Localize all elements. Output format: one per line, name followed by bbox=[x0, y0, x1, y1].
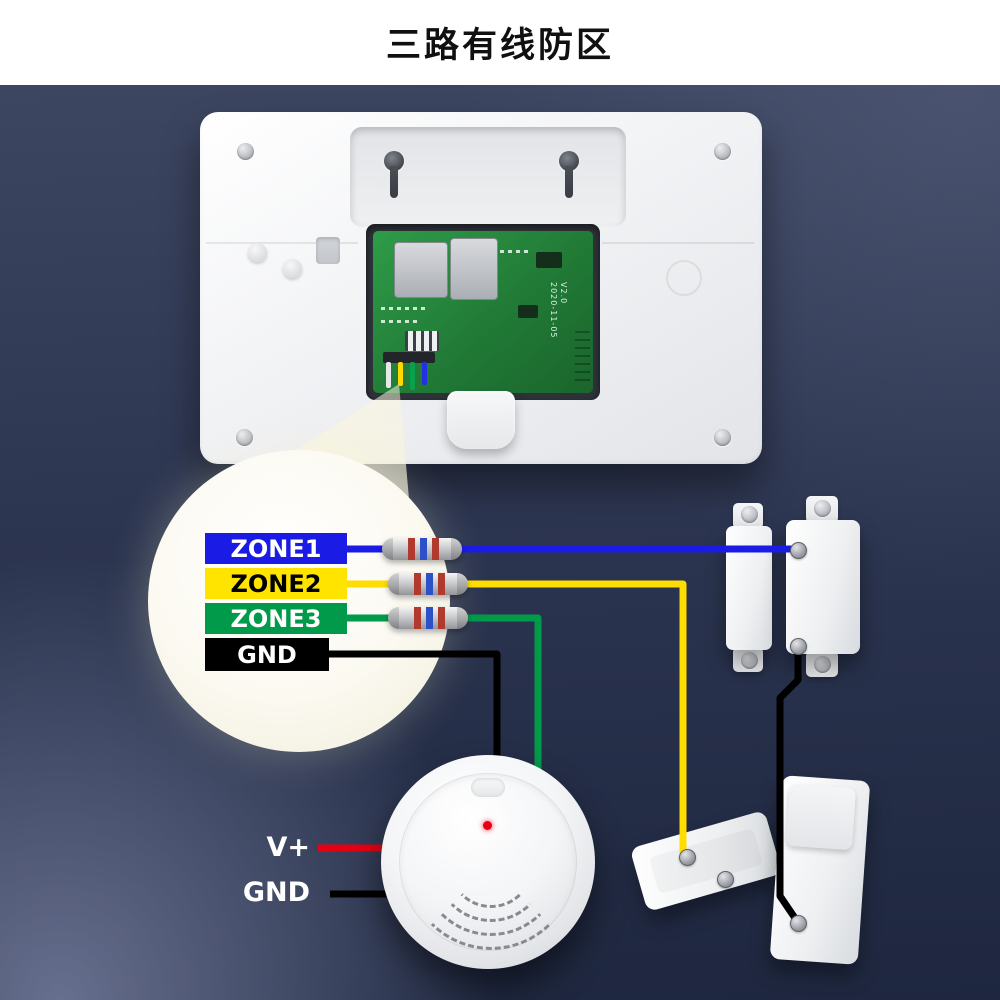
door-magnet-block-cap bbox=[785, 783, 857, 851]
door-magnet-mount-screw bbox=[741, 506, 758, 523]
silkscreen-row-3 bbox=[500, 250, 530, 253]
door-magnet-mount-screw-2 bbox=[741, 652, 758, 669]
panel-screw-top-left bbox=[237, 143, 254, 160]
door-sensor-body bbox=[786, 520, 860, 654]
zone1-label-bar: ZONE1 bbox=[205, 533, 347, 564]
zone2-resistor bbox=[388, 573, 468, 595]
case-seam-left bbox=[206, 242, 358, 244]
zone3-resistor bbox=[388, 607, 468, 629]
power-gnd-label: GND bbox=[242, 877, 310, 908]
dip-switch bbox=[405, 331, 439, 351]
vplus-label: V+ bbox=[266, 832, 310, 863]
door-sensor-terminal-screw-1 bbox=[790, 542, 807, 559]
zone2-label-bar: ZONE2 bbox=[205, 568, 347, 599]
pcb-date-text: 2020-11-05 bbox=[549, 282, 558, 339]
wire-stub-blue bbox=[422, 362, 427, 385]
speaker-ring bbox=[666, 260, 702, 296]
door-sensor-terminal-screw-2 bbox=[790, 638, 807, 655]
pcb-label-text: V2.0 2020-11-05 bbox=[548, 282, 568, 339]
gnd-label-bar: GND bbox=[205, 638, 329, 671]
keyhole-slot-right-groove bbox=[565, 166, 573, 198]
wire-connector bbox=[383, 352, 435, 363]
magnet-block-screw bbox=[790, 915, 807, 932]
zone3-label-bar: ZONE3 bbox=[205, 603, 347, 634]
zone1-resistor bbox=[382, 538, 462, 560]
smoke-grille-arc-4 bbox=[406, 780, 576, 950]
pcb-version-text: V2.0 bbox=[559, 282, 568, 305]
door-sensor-mount-screw bbox=[814, 500, 831, 517]
case-bump-1 bbox=[248, 243, 267, 262]
ic-chip-2 bbox=[518, 305, 538, 318]
door-sensor-mount-screw-2 bbox=[814, 656, 831, 673]
sim-slot-2 bbox=[450, 238, 498, 300]
case-notch bbox=[316, 237, 340, 264]
page-title: 三路有线防区 bbox=[0, 0, 1000, 85]
keyhole-slot-right bbox=[559, 151, 579, 171]
magnifier-circle bbox=[148, 450, 450, 752]
zone1-label: ZONE1 bbox=[230, 534, 322, 563]
zone2-label: ZONE2 bbox=[230, 569, 322, 598]
keyhole-slot-left bbox=[384, 151, 404, 171]
keyhole-slot-left-groove bbox=[390, 166, 398, 198]
sim-slot-1 bbox=[394, 242, 448, 298]
case-bump-2 bbox=[283, 259, 302, 278]
silkscreen-row-2 bbox=[381, 320, 419, 323]
wire-stub-white bbox=[386, 362, 391, 388]
gnd-label: GND bbox=[237, 640, 297, 669]
pin-header bbox=[575, 331, 590, 385]
wire-stub-yellow bbox=[398, 362, 403, 386]
panel-bottom-tab bbox=[447, 391, 515, 449]
panel-screw-top-right bbox=[714, 143, 731, 160]
case-seam-right bbox=[602, 242, 754, 244]
door-magnet-bar bbox=[726, 526, 772, 650]
panel-screw-bottom-left bbox=[236, 429, 253, 446]
panel-screw-bottom-right bbox=[714, 429, 731, 446]
plate-terminal-screw-2 bbox=[717, 871, 734, 888]
ic-chip-1 bbox=[536, 252, 562, 268]
silkscreen-row-1 bbox=[381, 307, 425, 310]
plate-terminal-screw-1 bbox=[679, 849, 696, 866]
zone3-label: ZONE3 bbox=[230, 604, 322, 633]
wire-stub-green bbox=[410, 362, 415, 390]
